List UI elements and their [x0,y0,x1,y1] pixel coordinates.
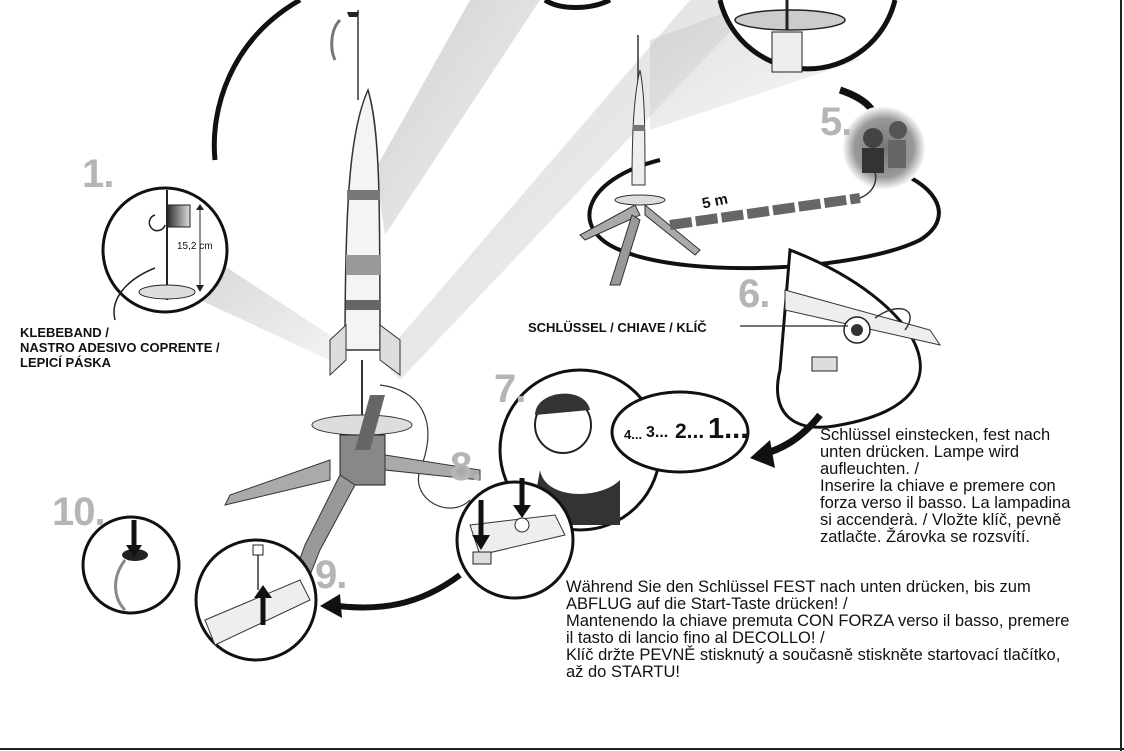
launch-instructions: Während Sie den Schlüssel FEST nach unte… [566,578,1070,681]
view-beam [375,0,540,235]
insert-key-instructions: Schlüssel einstecken, fest nach unten dr… [820,426,1071,546]
callout-curve [543,0,612,10]
callout-curve [211,0,302,161]
area-oval [587,158,941,271]
distance-wire [669,193,861,230]
launch-pad-leg [224,459,331,506]
step-number-5: 5. [820,100,852,144]
rocket-body [344,87,381,351]
detail-circle-recover [81,515,181,615]
view-beam [200,250,345,365]
step-number-7: 7. [494,367,526,411]
key-label: SCHLÜSSEL / CHIAVE / KLÍČ [528,320,707,335]
measurement-label: 15,2 cm [177,241,213,252]
launch-pad-leg [384,454,481,481]
tape-label: KLEBEBAND / NASTRO ADESIVO COPRENTE / LE… [20,325,220,370]
step-number-10: 10. [52,490,106,534]
countdown-1: 1... [708,413,749,445]
countdown-2: 2... [675,420,705,443]
detail-circle-tape [101,186,229,314]
step-number-8: 8. [450,445,482,489]
countdown-3: 3... [646,424,669,441]
speech-bubble [610,390,750,474]
step-number-6: 6. [738,272,770,316]
countdown-4: 4... [624,427,643,442]
step-number-1: 1. [82,152,114,196]
step-number-9: 9. [315,553,347,597]
key-icon [843,316,871,344]
